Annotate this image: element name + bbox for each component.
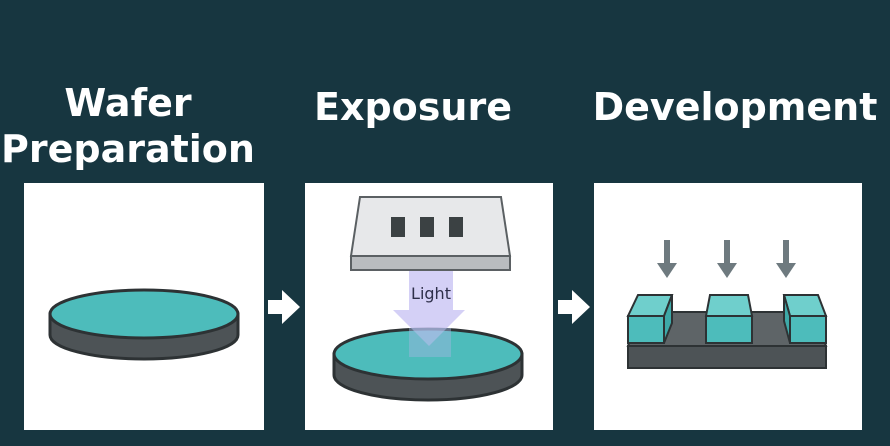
- mask-opening: [391, 217, 405, 237]
- right-arrow-icon: [268, 290, 300, 324]
- mask-opening: [420, 217, 434, 237]
- right-arrow-icon: [558, 290, 590, 324]
- panel-exposure: Light: [305, 183, 553, 430]
- down-arrow-icon: [657, 240, 677, 278]
- step-title-development: Development: [592, 85, 878, 129]
- development-illustration: [626, 240, 828, 369]
- light-beam: [393, 270, 465, 357]
- step-title-line-2: Preparation: [1, 127, 255, 171]
- resist-block: [782, 294, 828, 344]
- light-label: Light: [411, 284, 451, 303]
- panel-development: [594, 183, 862, 430]
- resist-block: [626, 294, 674, 344]
- photomask: [349, 196, 512, 271]
- step-title-line-1: Wafer: [64, 81, 192, 125]
- wafer-illustration: [48, 288, 240, 361]
- mask-opening: [449, 217, 463, 237]
- down-arrow-icon: [776, 240, 796, 278]
- exposure-illustration: Light: [332, 196, 524, 402]
- step-title-wafer-preparation: Wafer Preparation: [0, 80, 256, 172]
- down-arrow-icon: [717, 240, 737, 278]
- panel-wafer-preparation: [24, 183, 264, 430]
- step-title-exposure: Exposure: [314, 85, 512, 129]
- wafer-disk: [48, 288, 240, 361]
- resist-block: [704, 294, 754, 344]
